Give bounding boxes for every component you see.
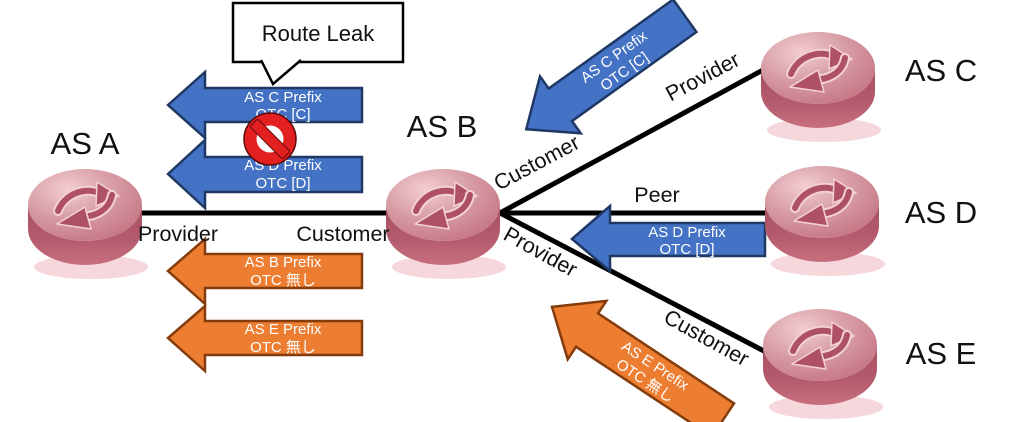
node-label-as-a: AS A — [51, 126, 120, 161]
announcement-b-to-a-leak-c: AS C Prefix OTC [C] — [166, 69, 364, 141]
node-label-as-c: AS C — [905, 53, 977, 88]
announcement-b-to-a-own: AS B Prefix OTC 無し — [166, 236, 364, 307]
announcement-b-to-a-from-e: AS E Prefix OTC 無し — [166, 303, 364, 374]
announcement-b-to-a-own-line1: AS B Prefix — [245, 254, 322, 271]
node-label-as-b: AS B — [407, 109, 478, 144]
router-icon-as-c — [761, 32, 881, 142]
announcement-b-to-a-own-line2: OTC 無し — [250, 272, 316, 289]
prohibition-icon — [243, 112, 297, 166]
link-b-c — [497, 55, 788, 216]
router-icon-as-a — [28, 169, 148, 279]
announcement-d-to-b: AS D Prefix OTC [D] — [570, 203, 767, 274]
announcement-b-to-a-leak-d: AS D Prefix OTC [D] — [166, 137, 364, 211]
route-leak-callout: Route Leak — [231, 1, 405, 86]
announcement-b-to-a-leak-c-arrow — [166, 69, 364, 141]
announcement-d-to-b-arrow — [570, 203, 767, 274]
link-b-d-peer-label: Peer — [634, 183, 679, 207]
route-leak-callout-label: Route Leak — [262, 21, 376, 46]
announcement-c-to-b-arrow — [524, 0, 699, 135]
announcement-b-to-a-from-e-line2: OTC 無し — [250, 339, 316, 356]
route-leak-callout-tail — [259, 59, 302, 86]
announcement-d-to-b-line1: AS D Prefix — [648, 224, 726, 241]
announcement-b-to-a-leak-d-arrow — [166, 137, 364, 211]
router-icon-as-d — [765, 166, 885, 276]
link-b-e — [497, 210, 788, 365]
link-b-c-provider-label: Provider — [662, 47, 744, 106]
link-a-b-customer-label: Customer — [296, 222, 389, 246]
router-icon-as-b — [386, 169, 506, 279]
announcement-b-to-a-leak-c-line1: AS C Prefix — [244, 89, 322, 106]
link-a-b-provider-label: Provider — [138, 222, 218, 246]
announcement-b-to-a-own-arrow — [166, 236, 364, 307]
node-label-as-e: AS E — [906, 336, 977, 371]
announcement-b-to-a-from-e-line1: AS E Prefix — [245, 321, 322, 338]
router-icon-as-e — [763, 309, 883, 419]
route-leak-callout-box — [231, 1, 405, 64]
announcement-e-to-b-arrow — [550, 299, 736, 422]
node-label-as-d: AS D — [905, 195, 977, 230]
announcement-b-to-a-leak-d-line2: OTC [D] — [256, 175, 311, 192]
announcement-b-to-a-from-e-arrow — [166, 303, 364, 374]
link-b-c-customer-label: Customer — [490, 130, 584, 195]
announcement-d-to-b-line2: OTC [D] — [660, 241, 715, 258]
